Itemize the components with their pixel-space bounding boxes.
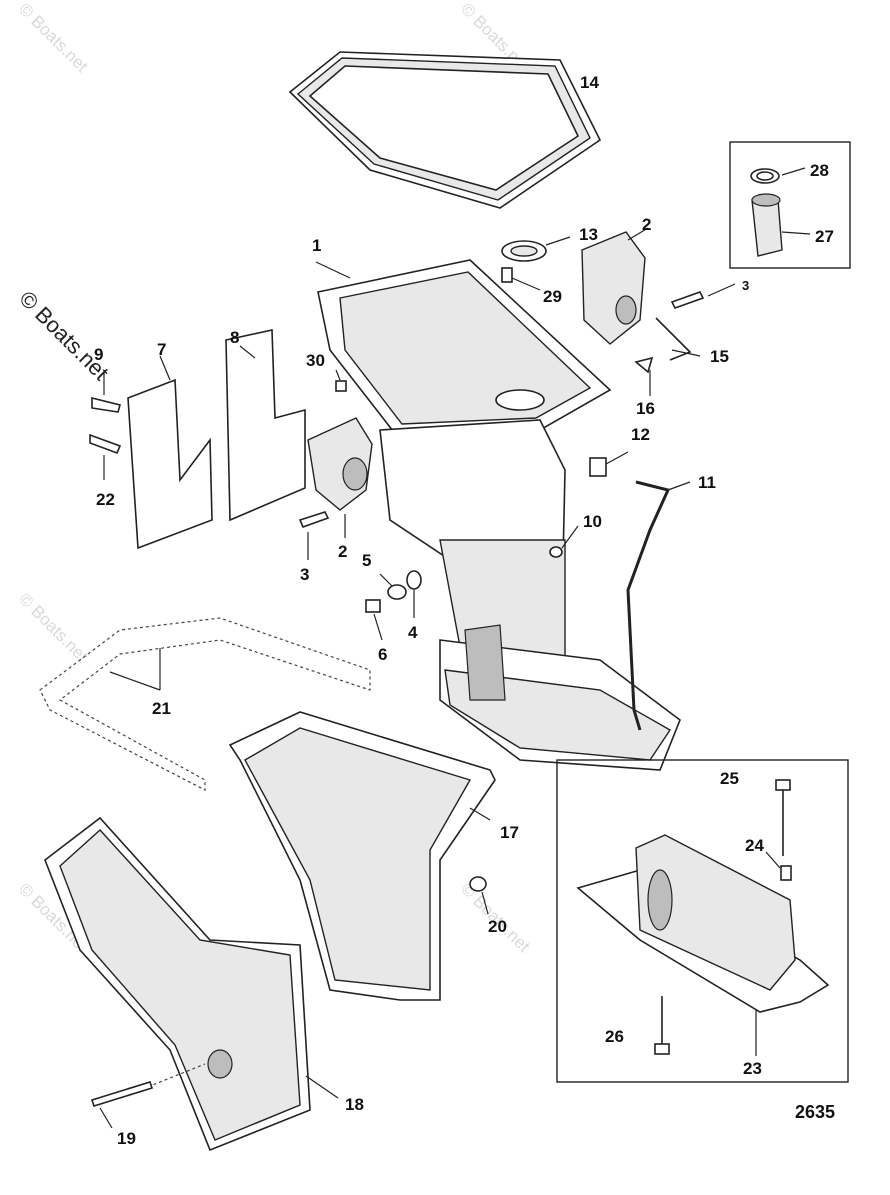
- watermark: © Boats.net: [15, 589, 92, 666]
- label-10: 10: [583, 512, 602, 531]
- label-5: 5: [362, 551, 371, 570]
- label-3: 3: [300, 565, 309, 584]
- part-17-right-cowl: [228, 711, 496, 1001]
- inset-box-bottom: [556, 759, 849, 1083]
- label-7: 7: [157, 340, 166, 359]
- label-2: 2: [338, 542, 347, 561]
- label-29: 29: [543, 287, 562, 306]
- label-28: 28: [810, 161, 829, 180]
- label-2: 2: [642, 215, 651, 234]
- label-27: 27: [815, 227, 834, 246]
- label-22: 22: [96, 490, 115, 509]
- left-plates: [89, 329, 306, 550]
- label-17: 17: [500, 823, 519, 842]
- label-24: 24: [745, 836, 764, 855]
- part-labels: 1 2 2 3 3 4 5 6 7 8 9 10 11 12 13 14 15 …: [94, 73, 835, 1148]
- label-23: 23: [743, 1059, 762, 1078]
- label-12: 12: [631, 425, 650, 444]
- label-1: 1: [312, 236, 321, 255]
- label-18: 18: [345, 1095, 364, 1114]
- right-side-parts: [549, 451, 691, 731]
- label-15: 15: [710, 347, 729, 366]
- label-13: 13: [579, 225, 598, 244]
- watermark: © Boats.net: [15, 0, 92, 76]
- upper-right-parts: [501, 227, 736, 396]
- label-8: 8: [230, 328, 239, 347]
- label-9: 9: [94, 345, 103, 364]
- label-30: 30: [306, 351, 325, 370]
- watermark-main: © Boats.net: [14, 286, 113, 385]
- part-14-seal: [288, 51, 602, 209]
- label-26: 26: [605, 1027, 624, 1046]
- figure-number: 2635: [795, 1102, 835, 1122]
- label-6: 6: [378, 645, 387, 664]
- label-19: 19: [117, 1129, 136, 1148]
- label-4: 4: [408, 623, 418, 642]
- label-16: 16: [636, 399, 655, 418]
- label-21: 21: [152, 699, 171, 718]
- label-25: 25: [720, 769, 739, 788]
- label-14: 14: [580, 73, 599, 92]
- part-21-dashed-seal: [39, 617, 371, 791]
- left-mount-parts: [298, 369, 422, 641]
- label-3: 3: [742, 278, 749, 293]
- label-11: 11: [698, 473, 716, 492]
- part-18-left-cowl: [44, 816, 339, 1152]
- label-20: 20: [488, 917, 507, 936]
- part-1-driveshaft-housing: [315, 259, 681, 771]
- inset-box-top: [729, 141, 851, 269]
